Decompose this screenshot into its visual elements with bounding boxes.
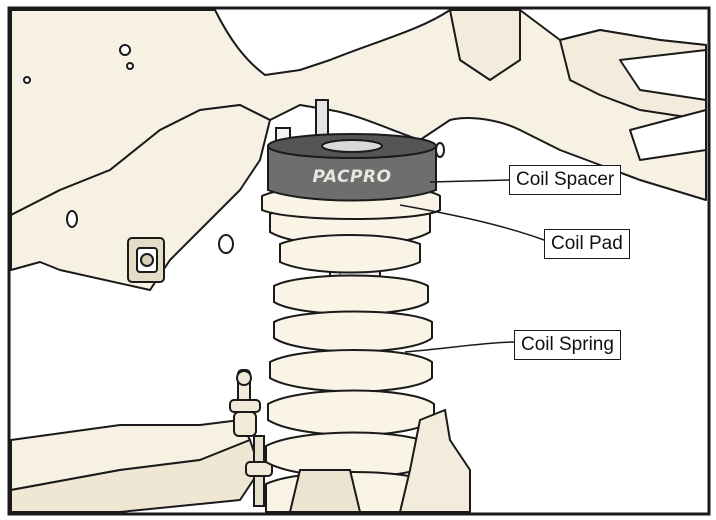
brand-logo: PACPRO	[312, 167, 391, 187]
coil-spring	[266, 202, 434, 512]
coil-spring-label: Coil Spring	[514, 330, 621, 360]
coil-pad-label: Coil Pad	[544, 229, 630, 259]
coil-spacer-label: Coil Spacer	[509, 165, 621, 195]
coil-spacer: PACPRO	[268, 134, 436, 201]
